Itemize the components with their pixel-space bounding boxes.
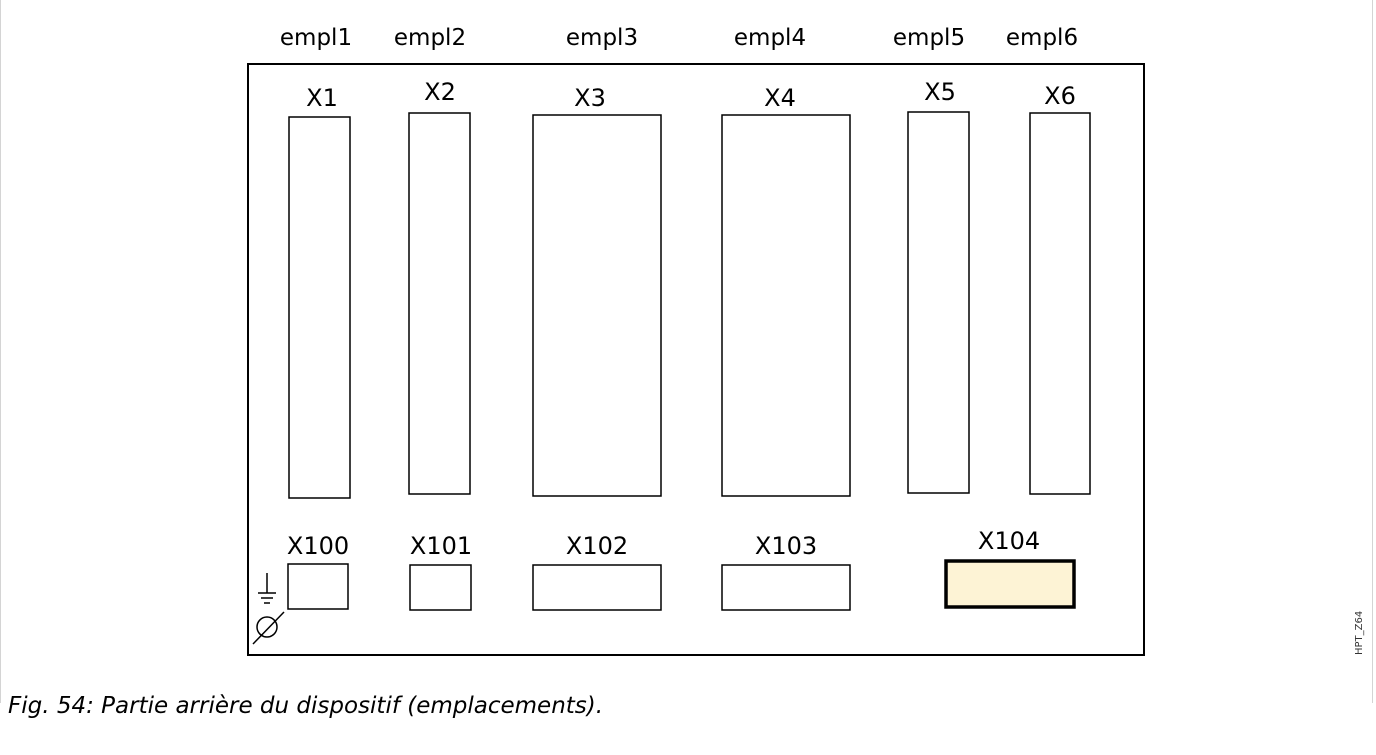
connector-x101	[409, 564, 472, 611]
connector-x3	[532, 114, 662, 497]
connector-label-x2: X2	[424, 78, 456, 106]
connector-label-x3: X3	[574, 84, 606, 112]
connector-x100	[287, 563, 349, 610]
ground-icon	[252, 573, 285, 645]
device-rear-panel	[247, 63, 1145, 656]
connector-x102	[532, 564, 662, 611]
slot-label-empl4: empl4	[734, 25, 806, 51]
connector-label-x100: X100	[287, 532, 349, 560]
slot-label-empl6: empl6	[1006, 25, 1078, 51]
connector-label-x1: X1	[306, 84, 338, 112]
connector-label-x6: X6	[1044, 82, 1076, 110]
connector-x103	[721, 564, 851, 611]
slot-label-empl1: empl1	[280, 25, 352, 51]
slot-label-empl5: empl5	[893, 25, 965, 51]
connector-x1	[288, 116, 351, 499]
connector-label-x103: X103	[755, 532, 817, 560]
figure-frame	[0, 0, 1373, 703]
connector-x5	[907, 111, 970, 494]
connector-x6	[1029, 112, 1091, 495]
figure-reference-code: HPT_Z64	[1354, 611, 1365, 655]
connector-label-x101: X101	[410, 532, 472, 560]
connector-x4	[721, 114, 851, 497]
slot-label-empl2: empl2	[394, 25, 466, 51]
connector-label-x102: X102	[566, 532, 628, 560]
rear-panel-diagram: empl1 empl2 empl3 empl4 empl5 empl6 X1 X…	[247, 25, 1365, 656]
connector-x104-highlighted	[944, 559, 1076, 609]
connector-x2	[408, 112, 471, 495]
connector-label-x5: X5	[924, 78, 956, 106]
connector-label-x104: X104	[978, 527, 1040, 555]
connector-label-x4: X4	[764, 84, 796, 112]
slot-label-empl3: empl3	[566, 25, 638, 51]
figure-caption: Fig. 54: Partie arrière du dispositif (e…	[8, 693, 604, 719]
